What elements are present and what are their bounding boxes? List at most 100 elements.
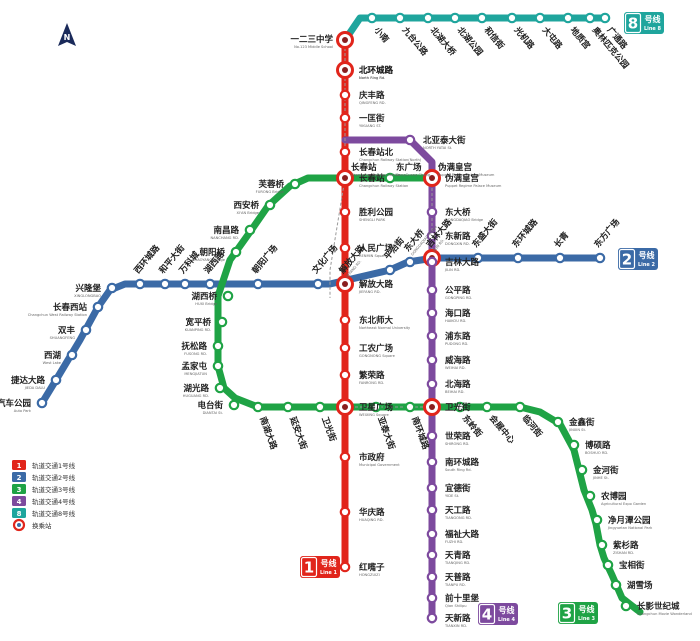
badge-number: 8 [628, 15, 638, 33]
badge-label-en: Line 2 [638, 262, 656, 268]
station-name-en: TIANXIN RD. [444, 624, 467, 628]
station-name-en: NORTH YATAI St. [423, 146, 452, 150]
station-label: 卫光街 [319, 415, 338, 443]
station-marker [339, 112, 351, 124]
station-name: 汽车公园 [0, 398, 31, 409]
legend-swatch [12, 472, 26, 482]
station-marker [214, 382, 226, 394]
compass-letter: N [64, 33, 71, 42]
station-marker [264, 199, 276, 211]
station-marker [339, 206, 351, 218]
station-marker [404, 401, 416, 413]
station-name: 卫光街 [319, 415, 338, 443]
badge-num-frame [558, 602, 576, 624]
station-label: 宝相街 [619, 560, 645, 571]
station-marker [339, 342, 351, 354]
station-name: 北湖公园 [455, 25, 485, 58]
station-name: 伪满皇宫 [437, 162, 472, 173]
station-name: 北环城路 [359, 65, 394, 76]
station-name: 华庆路 [359, 507, 385, 518]
badge-bg [624, 12, 664, 34]
station-marker [426, 284, 438, 296]
station-name-en: Changchun Railway Station [359, 184, 408, 188]
station-label: 延安大街 [287, 414, 309, 451]
station-marker [534, 12, 546, 24]
station-label: 文化广场 [310, 242, 341, 275]
station-label: 大屯路 [540, 25, 565, 52]
station-name-en: FUZHI RD. [445, 540, 463, 544]
badge-label-en: Line 3 [578, 616, 596, 622]
station-name-en: West Lake [43, 361, 62, 365]
station-marker [179, 278, 191, 290]
station-name-en: JINHE St. [592, 476, 609, 480]
station-name: 长春西站 [53, 302, 88, 313]
station-name-en: Changchun Movie Wonderland [637, 612, 692, 616]
station-name-en: HAIKOU RD. [445, 319, 466, 323]
station-name: 长春站 [351, 162, 377, 173]
station-name: 南湖大路 [257, 415, 279, 451]
station-name: 海口路 [445, 308, 471, 319]
station-name: 天青路 [445, 550, 471, 561]
station-name: 庆丰路 [358, 90, 385, 101]
station-marker [370, 401, 382, 413]
station-name: 工农广场 [359, 343, 394, 354]
station-marker [36, 397, 48, 409]
station-marker [568, 439, 580, 451]
station-marker [426, 504, 438, 516]
station-marker [426, 354, 438, 366]
badge-label-en: Line 1 [320, 570, 338, 576]
station-label: 南湖大路 [257, 415, 279, 451]
station-name-en: Agricultural Expo Garden [601, 502, 646, 506]
station-name: 临河街 [520, 413, 545, 440]
station-name-en: DIANTAI St. [203, 411, 223, 415]
station-name-en: South Ring Rd. [445, 468, 472, 472]
station-marker [312, 278, 324, 290]
legend-swatch [12, 496, 26, 506]
station-marker [591, 514, 603, 526]
badge-num-frame [624, 12, 642, 34]
badge-label-en: Line 4 [498, 617, 516, 623]
station-name: 光机路 [511, 24, 537, 52]
station-marker [212, 340, 224, 352]
station-marker [252, 278, 264, 290]
station-name: 净月潭公园 [608, 515, 651, 526]
station-label: 朝阳广场 [250, 242, 281, 275]
badge-label: 号线 [499, 605, 515, 615]
transfer-center [17, 523, 21, 527]
station-name: 博硕路 [585, 440, 611, 451]
station-name-en: QINGFENG RD. [359, 101, 386, 105]
station-name-en: HUAQING RD. [359, 518, 384, 522]
legend-swatch [12, 484, 26, 494]
station-name: 胜利公园 [358, 207, 393, 218]
station-name: 文化广场 [310, 242, 341, 275]
station-name: 威海路 [444, 355, 471, 366]
station-name: 会展中心 [486, 412, 517, 446]
compass: N [58, 23, 76, 46]
station-name-en: No.123 Middle School [294, 45, 333, 49]
station-name-en: SHUANGFENG [50, 336, 76, 340]
station-name: 解放大路 [359, 279, 394, 290]
station-marker [426, 528, 438, 540]
station-name: 金河街 [592, 465, 619, 476]
station-marker [92, 301, 104, 313]
station-name-en: Changchun Railway Station [351, 173, 400, 177]
route-line-3 [214, 174, 644, 616]
